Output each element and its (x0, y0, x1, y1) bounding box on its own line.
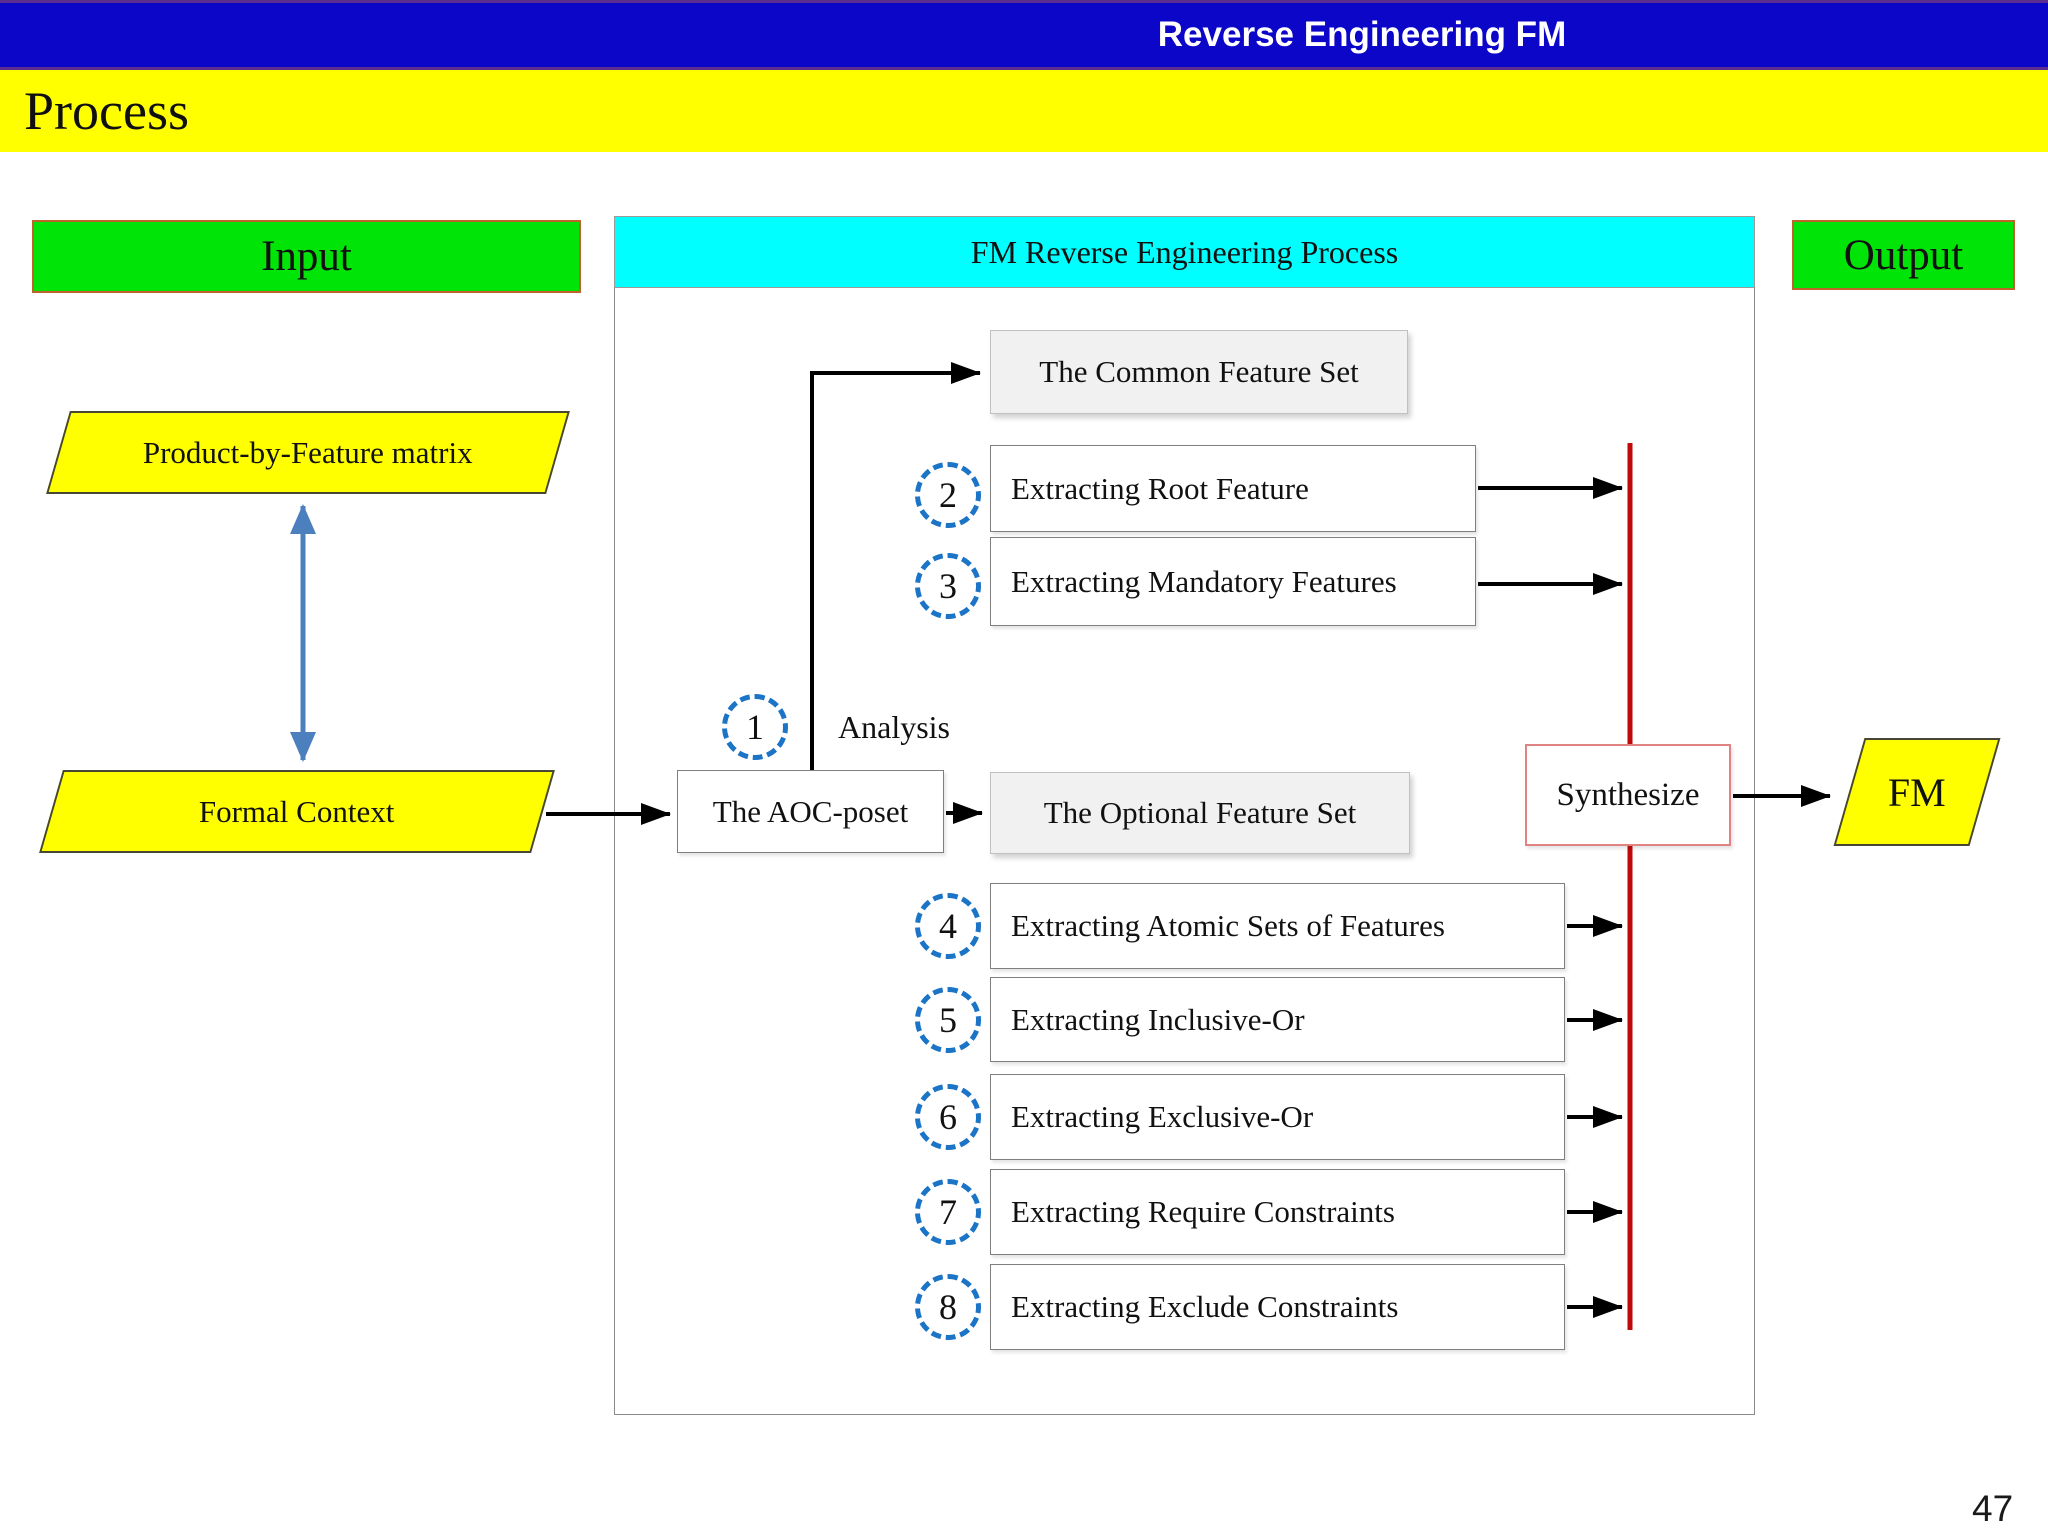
node-synthesize: Synthesize (1525, 744, 1731, 846)
section-title: Process (24, 81, 189, 141)
node-label: Extracting Mandatory Features (1011, 563, 1397, 599)
analysis-label: Analysis (838, 708, 950, 745)
node-label: The Optional Feature Set (1043, 795, 1357, 830)
step-number: 3 (939, 566, 957, 606)
step-badge-2: 2 (915, 462, 981, 528)
step-number: 1 (746, 707, 764, 747)
process-header-label: FM Reverse Engineering Process (970, 233, 1399, 270)
node-step-4: Extracting Atomic Sets of Features (990, 883, 1565, 969)
step-number: 6 (939, 1097, 957, 1137)
step-number: 8 (939, 1287, 957, 1327)
node-aoc-poset: The AOC-poset (677, 770, 944, 853)
node-label: Extracting Exclusive-Or (1011, 1099, 1314, 1134)
node-label: Extracting Atomic Sets of Features (1011, 908, 1445, 943)
node-label: Extracting Inclusive-Or (1011, 1001, 1305, 1037)
artifact-product-by-feature-matrix: Product-by-Feature matrix (46, 411, 570, 494)
node-label: Synthesize (1556, 776, 1700, 813)
page-number: 47 (1972, 1488, 2014, 1529)
step-badge-1: 1 (722, 694, 788, 760)
step-number: 4 (939, 906, 957, 946)
process-header: FM Reverse Engineering Process (614, 216, 1755, 288)
node-optional-feature-set: The Optional Feature Set (990, 772, 1410, 854)
node-step-6: Extracting Exclusive-Or (990, 1074, 1565, 1160)
artifact-fm: FM (1833, 738, 2001, 846)
node-step-3: Extracting Mandatory Features (990, 537, 1476, 626)
node-step-7: Extracting Require Constraints (990, 1169, 1565, 1255)
step-number: 5 (939, 1000, 957, 1040)
output-header: Output (1792, 220, 2015, 290)
step-badge-3: 3 (915, 553, 981, 619)
step-badge-7: 7 (915, 1179, 981, 1245)
node-label: Extracting Root Feature (1011, 470, 1309, 506)
input-header-label: Input (261, 233, 352, 280)
node-common-feature-set: The Common Feature Set (990, 330, 1408, 414)
node-step-2: Extracting Root Feature (990, 445, 1476, 532)
section-bar: Process (0, 70, 2048, 152)
step-badge-4: 4 (915, 893, 981, 959)
slide-title: Reverse Engineering FM (1157, 15, 1567, 54)
step-number: 2 (939, 475, 957, 515)
artifact-label: Product-by-Feature matrix (143, 434, 473, 470)
output-header-label: Output (1843, 231, 1964, 279)
artifact-label: FM (1888, 769, 1946, 815)
node-label: Extracting Exclude Constraints (1011, 1289, 1399, 1324)
artifact-formal-context: Formal Context (39, 770, 555, 853)
node-label: The AOC-poset (712, 793, 909, 829)
node-label: The Common Feature Set (1039, 354, 1359, 389)
step-number: 7 (939, 1192, 957, 1232)
title-bar: Reverse Engineering FM (0, 0, 2048, 70)
node-label: Extracting Require Constraints (1011, 1194, 1395, 1229)
artifact-label: Formal Context (199, 793, 395, 829)
node-step-8: Extracting Exclude Constraints (990, 1264, 1565, 1350)
input-header: Input (32, 220, 581, 293)
step-badge-5: 5 (915, 987, 981, 1053)
node-step-5: Extracting Inclusive-Or (990, 977, 1565, 1062)
step-badge-8: 8 (915, 1274, 981, 1340)
step-badge-6: 6 (915, 1084, 981, 1150)
